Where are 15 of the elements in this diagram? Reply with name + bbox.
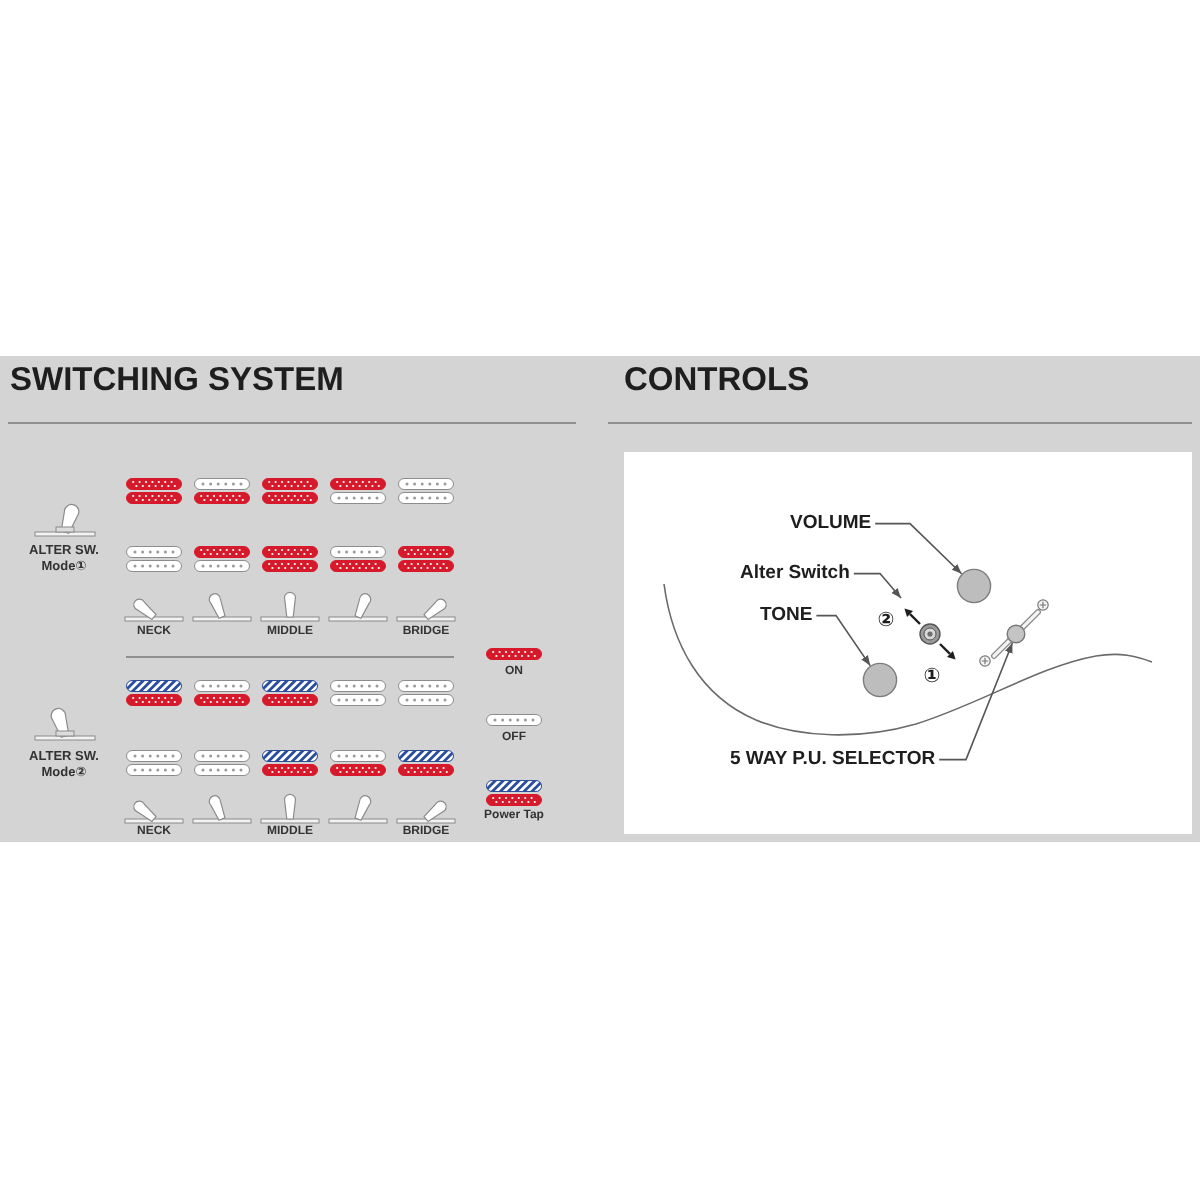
position-number: ② xyxy=(877,612,895,632)
control-label: Alter Switch xyxy=(740,564,850,583)
control-label: VOLUME xyxy=(790,514,872,533)
section-heading: CONTROLS xyxy=(624,364,810,397)
leader-line xyxy=(815,614,871,667)
control-label: TONE xyxy=(760,606,813,625)
position-number: ① xyxy=(923,668,941,688)
selector-knob-icon xyxy=(1006,624,1026,644)
leader-line xyxy=(874,522,963,575)
knob-icon xyxy=(956,568,992,604)
leader-line xyxy=(853,572,902,599)
knob-icon xyxy=(862,662,898,698)
section-heading: SWITCHING SYSTEM xyxy=(10,364,344,397)
control-label: 5 WAY P.U. SELECTOR xyxy=(730,750,936,769)
leader-line xyxy=(938,642,1014,761)
